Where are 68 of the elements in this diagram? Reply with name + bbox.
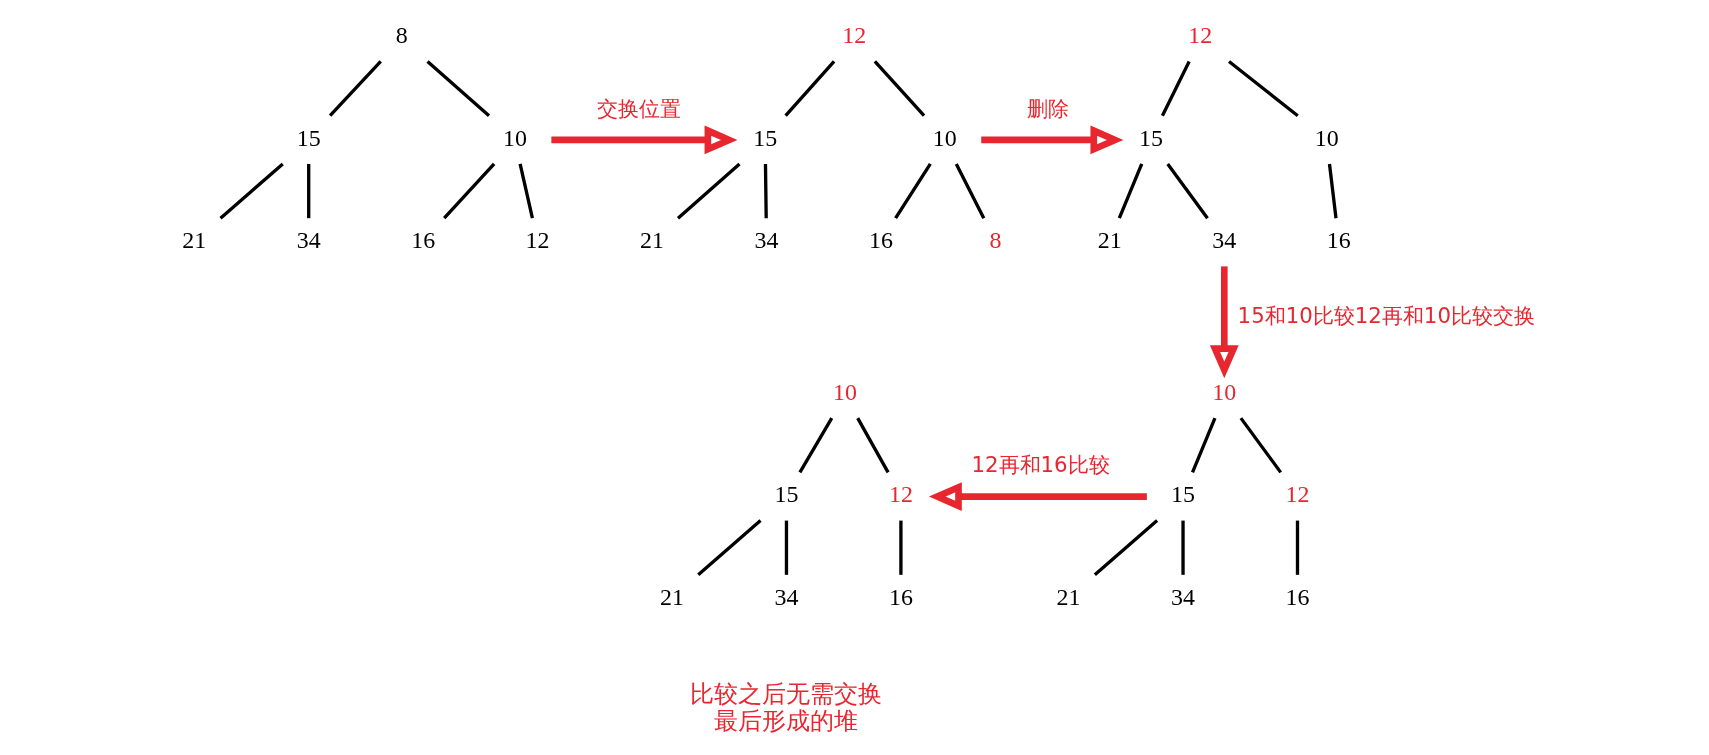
connector (676, 162, 741, 220)
node-text: 15 (1170, 481, 1195, 508)
node-text: 12 (525, 227, 550, 254)
connector (1295, 520, 1299, 575)
node-text: 21 (659, 583, 684, 610)
connector (442, 162, 495, 220)
connector (1117, 163, 1143, 219)
node-text: 12 (841, 22, 866, 49)
connector (1165, 162, 1209, 220)
node-text: 16 (1326, 227, 1351, 254)
node-text: 15 (1138, 124, 1163, 151)
node-text: 21 (181, 227, 206, 254)
node-text: 16 (888, 583, 913, 610)
node-text: 8 (988, 227, 1001, 254)
edge-label: 交换位置 (596, 95, 681, 121)
connector (893, 163, 932, 220)
node-text: 10 (502, 124, 527, 151)
node-text: 16 (1285, 583, 1309, 610)
connector (1160, 60, 1191, 117)
connector (763, 163, 768, 219)
arrow (928, 482, 1147, 511)
edge-label: 12再和16比较 (970, 452, 1110, 478)
node-text: 34 (773, 583, 798, 610)
node-text: 21 (639, 227, 664, 254)
connector (954, 163, 985, 219)
node-text: 15 (773, 481, 798, 508)
connector (1180, 520, 1185, 575)
node-text: 12 (1187, 22, 1212, 49)
node-text: 15 (296, 124, 321, 151)
connector (1227, 60, 1299, 118)
connector (696, 519, 762, 577)
node-text: 21 (1056, 583, 1081, 610)
node-text: 34 (754, 227, 778, 254)
node-text: 34 (296, 227, 321, 254)
node-text: 12 (888, 481, 913, 508)
connector (425, 60, 490, 117)
connector (1190, 417, 1216, 473)
connector (784, 520, 788, 575)
edge-label: 15和10比较12再和10比较交换 (1237, 303, 1535, 329)
node-text: 34 (1170, 583, 1195, 610)
node-text: 10 (832, 378, 857, 405)
edge-label: 删除 (1026, 95, 1069, 121)
connector (328, 60, 382, 117)
connector (218, 162, 284, 220)
node-text: 15 (752, 124, 777, 151)
connector (306, 163, 310, 219)
connector (1327, 163, 1338, 219)
node-text: 16 (868, 227, 893, 254)
node-text: 10 (1211, 378, 1236, 405)
node-text: 12 (1285, 481, 1309, 508)
node-text: 21 (1097, 227, 1122, 254)
connector (855, 417, 890, 474)
connector (898, 520, 903, 575)
node-text: 10 (932, 124, 957, 151)
connector (1239, 417, 1282, 474)
label: 比较之后无需交换最后形成的堆 (689, 680, 882, 735)
connector (797, 417, 833, 474)
connector (518, 163, 534, 219)
node-text: 34 (1211, 227, 1236, 254)
node-text: 16 (410, 227, 435, 254)
connector (873, 60, 925, 117)
node-text: 8 (395, 22, 408, 49)
node-text: 10 (1314, 124, 1339, 151)
arrow (1209, 266, 1239, 379)
arrow (980, 125, 1123, 155)
connector (1093, 519, 1158, 577)
arrow (550, 125, 737, 155)
connector (783, 60, 835, 117)
